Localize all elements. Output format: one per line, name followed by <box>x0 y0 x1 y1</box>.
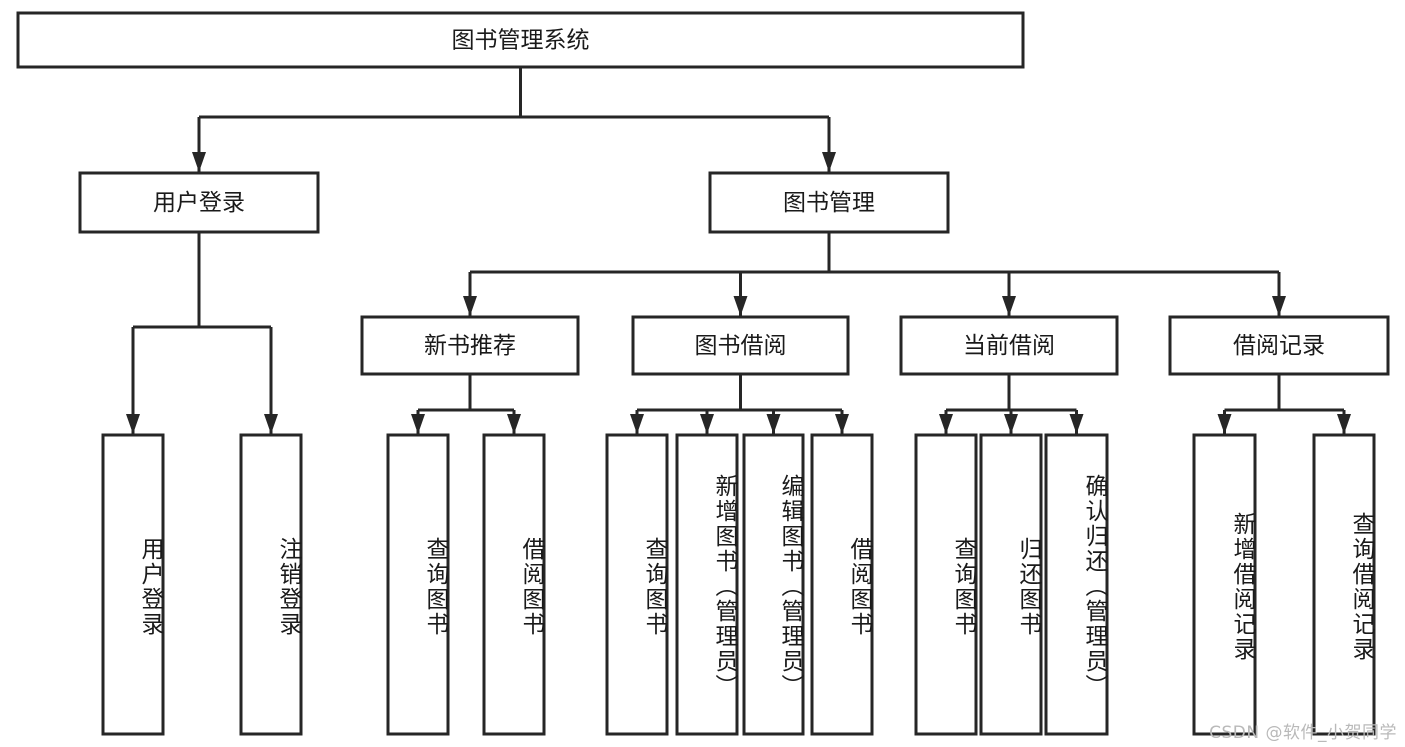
arrow-head-icon <box>1217 414 1232 434</box>
node-box-l3-0[interactable] <box>360 315 580 376</box>
node-label-l2-1: 图书管理 <box>783 190 875 216</box>
node-box-leaf-9[interactable] <box>979 433 1043 736</box>
arrow-head-icon <box>766 414 781 434</box>
watermark-text: CSDN @软件_小贺同学 <box>1209 723 1397 743</box>
node-box-leaf-11[interactable] <box>1192 433 1257 736</box>
arrow-head-icon <box>822 152 836 172</box>
node-box-layer <box>16 11 1390 736</box>
arrow-head-icon <box>1272 296 1286 316</box>
node-box-leaf-1[interactable] <box>239 433 303 736</box>
node-label-root: 图书管理系统 <box>452 28 590 54</box>
arrow-head-icon <box>411 414 425 434</box>
connector-layer <box>126 67 1351 434</box>
node-box-leaf-8[interactable] <box>914 433 978 736</box>
arrow-head-icon <box>939 414 953 434</box>
arrow-head-icon <box>733 296 748 316</box>
node-box-l3-3[interactable] <box>1168 315 1390 376</box>
arrow-head-icon <box>192 152 206 172</box>
node-box-leaf-10[interactable] <box>1044 433 1109 736</box>
node-box-leaf-7[interactable] <box>810 433 874 736</box>
node-box-l2-1[interactable] <box>708 171 950 234</box>
arrow-head-icon <box>1002 296 1016 316</box>
node-box-leaf-2[interactable] <box>386 433 450 736</box>
node-label-l2-0: 用户登录 <box>153 190 245 216</box>
arrow-head-icon <box>1337 414 1351 434</box>
arrow-head-icon <box>630 414 644 434</box>
node-box-leaf-0[interactable] <box>101 433 165 736</box>
node-box-leaf-6[interactable] <box>742 433 805 736</box>
node-label-l3-1: 图书借阅 <box>695 333 787 359</box>
node-label-l3-3: 借阅记录 <box>1233 333 1325 359</box>
node-box-l3-2[interactable] <box>899 315 1119 376</box>
node-box-leaf-5[interactable] <box>675 433 739 736</box>
node-box-l2-0[interactable] <box>78 171 320 234</box>
node-label-l3-2: 当前借阅 <box>963 333 1055 359</box>
node-box-leaf-4[interactable] <box>605 433 669 736</box>
arrow-head-icon <box>264 414 278 434</box>
arrow-head-icon <box>507 414 521 434</box>
node-label-l3-0: 新书推荐 <box>424 333 516 359</box>
arrow-head-icon <box>1069 414 1084 434</box>
node-box-l3-1[interactable] <box>631 315 850 376</box>
arrow-head-icon <box>1004 414 1018 434</box>
node-box-leaf-3[interactable] <box>482 433 546 736</box>
arrow-head-icon <box>700 414 714 434</box>
arrow-head-icon <box>463 296 477 316</box>
node-box-leaf-12[interactable] <box>1312 433 1376 736</box>
arrow-head-icon <box>126 414 140 434</box>
node-box-root[interactable] <box>16 11 1025 69</box>
arrow-head-icon <box>835 414 849 434</box>
